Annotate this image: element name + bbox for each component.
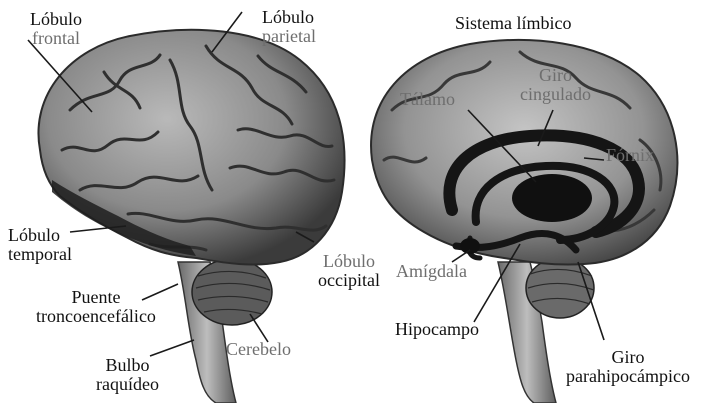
label-parahippocampal-gyrus: Giro parahipocámpico (566, 348, 690, 386)
label-occipital-line1: Lóbulo (318, 252, 380, 271)
label-frontal-line2: frontal (30, 29, 82, 48)
label-thalamus-text: Tálamo (400, 90, 455, 109)
label-fornix-text: Fórnix (606, 146, 654, 165)
label-cerebellum-text: Cerebelo (226, 340, 291, 359)
label-cerebellum: Cerebelo (226, 340, 291, 359)
label-occipital-lobe: Lóbulo occipital (318, 252, 380, 290)
label-occipital-line2: occipital (318, 271, 380, 290)
thalamus-shape (512, 174, 592, 222)
label-parietal-line2: parietal (262, 27, 316, 46)
label-parietal-lobe: Lóbulo parietal (262, 8, 316, 46)
label-brainstem-line2: troncoencefálico (36, 307, 156, 326)
label-medulla-line2: raquídeo (96, 375, 159, 394)
label-hippocampus: Hipocampo (395, 320, 479, 339)
label-temporal-line2: temporal (8, 245, 72, 264)
amygdala-shape (460, 238, 480, 254)
label-fornix: Fórnix (606, 146, 654, 165)
label-temporal-lobe: Lóbulo temporal (8, 226, 72, 264)
lateral-brain-illustration (38, 30, 344, 403)
label-medulla-line1: Bulbo (96, 356, 159, 375)
limbic-system-title-text: Sistema límbico (455, 14, 572, 33)
label-cingulate-line2: cingulado (520, 85, 591, 104)
label-parahippocampal-line2: parahipocámpico (566, 367, 690, 386)
label-cingulate-line1: Giro (520, 66, 591, 85)
label-parietal-line1: Lóbulo (262, 8, 316, 27)
cerebellum-shape (192, 259, 272, 325)
label-brainstem: Puente troncoencefálico (36, 288, 156, 326)
label-frontal-lobe: Lóbulo frontal (30, 10, 82, 48)
cerebellum-shape-right (526, 258, 594, 318)
limbic-system-title: Sistema límbico (455, 14, 572, 33)
label-amygdala-text: Amígdala (396, 262, 467, 281)
label-cingulate-gyrus: Giro cingulado (520, 66, 591, 104)
label-parahippocampal-line1: Giro (566, 348, 690, 367)
label-frontal-line1: Lóbulo (30, 10, 82, 29)
label-medulla: Bulbo raquídeo (96, 356, 159, 394)
label-amygdala: Amígdala (396, 262, 467, 281)
label-temporal-line1: Lóbulo (8, 226, 72, 245)
label-thalamus: Tálamo (400, 90, 455, 109)
label-hippocampus-text: Hipocampo (395, 320, 479, 339)
label-brainstem-line1: Puente (36, 288, 156, 307)
